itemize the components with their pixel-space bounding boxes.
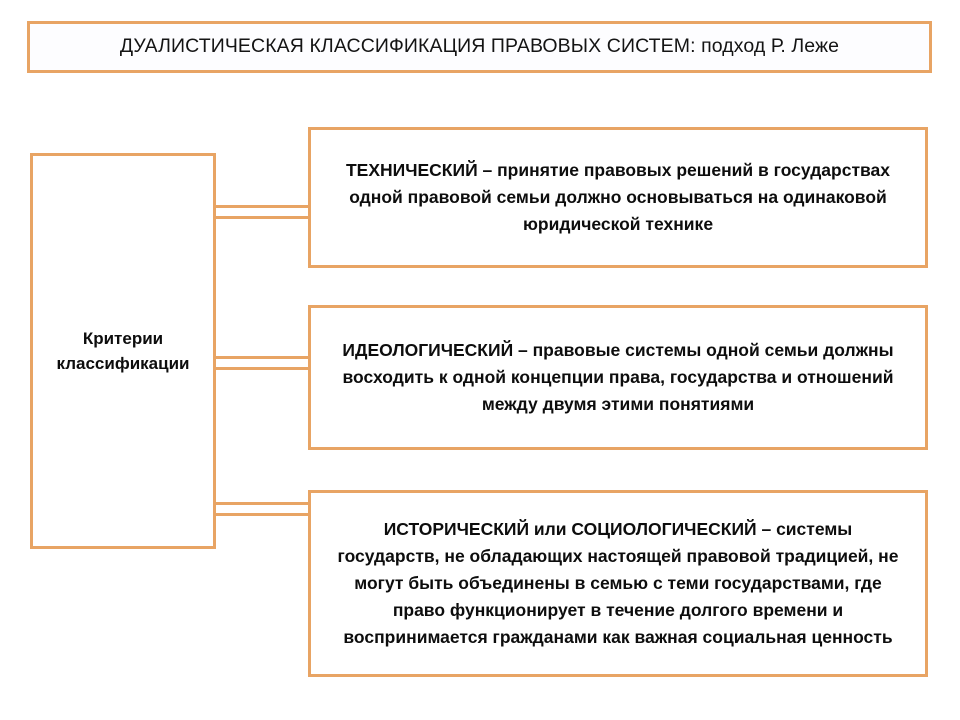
criterion-text-ideological: ИДЕОЛОГИЧЕСКИЙ – правовые системы одной … — [311, 333, 925, 422]
criterion-text-historical: ИСТОРИЧЕСКИЙ или СОЦИОЛОГИЧЕСКИЙ – систе… — [311, 512, 925, 656]
slide-title: ДУАЛИСТИЧЕСКАЯ КЛАССИФИКАЦИЯ ПРАВОВЫХ СИ… — [119, 35, 840, 58]
criterion-body-ideological: – правовые системы одной семьи должны во… — [342, 339, 894, 415]
criterion-body-technical: – принятие правовых решений в государств… — [349, 159, 891, 235]
criterion-box-historical: ИСТОРИЧЕСКИЙ или СОЦИОЛОГИЧЕСКИЙ – систе… — [308, 490, 928, 677]
connector-to-ideological — [213, 356, 310, 370]
criterion-lead-historical: ИСТОРИЧЕСКИЙ или СОЦИОЛОГИЧЕСКИЙ — [383, 518, 757, 539]
criterion-lead-technical: ТЕХНИЧЕСКИЙ — [345, 159, 478, 180]
criterion-box-technical: ТЕХНИЧЕСКИЙ – принятие правовых решений … — [308, 127, 928, 268]
criteria-root-line-2: классификации — [56, 354, 190, 373]
connector-to-technical — [213, 205, 310, 219]
criterion-text-technical: ТЕХНИЧЕСКИЙ – принятие правовых решений … — [311, 153, 925, 242]
criterion-lead-ideological: ИДЕОЛОГИЧЕСКИЙ — [342, 339, 514, 360]
connector-to-historical — [213, 502, 310, 516]
criterion-box-ideological: ИДЕОЛОГИЧЕСКИЙ – правовые системы одной … — [308, 305, 928, 450]
criteria-root-label: Критерии классификации — [51, 326, 196, 377]
slide-title-box: ДУАЛИСТИЧЕСКАЯ КЛАССИФИКАЦИЯ ПРАВОВЫХ СИ… — [27, 21, 932, 73]
criteria-root-line-1: Критерии — [82, 328, 164, 348]
criteria-root-box: Критерии классификации — [30, 153, 216, 549]
criterion-body-historical: – системы государств, не обладающих наст… — [337, 518, 899, 648]
